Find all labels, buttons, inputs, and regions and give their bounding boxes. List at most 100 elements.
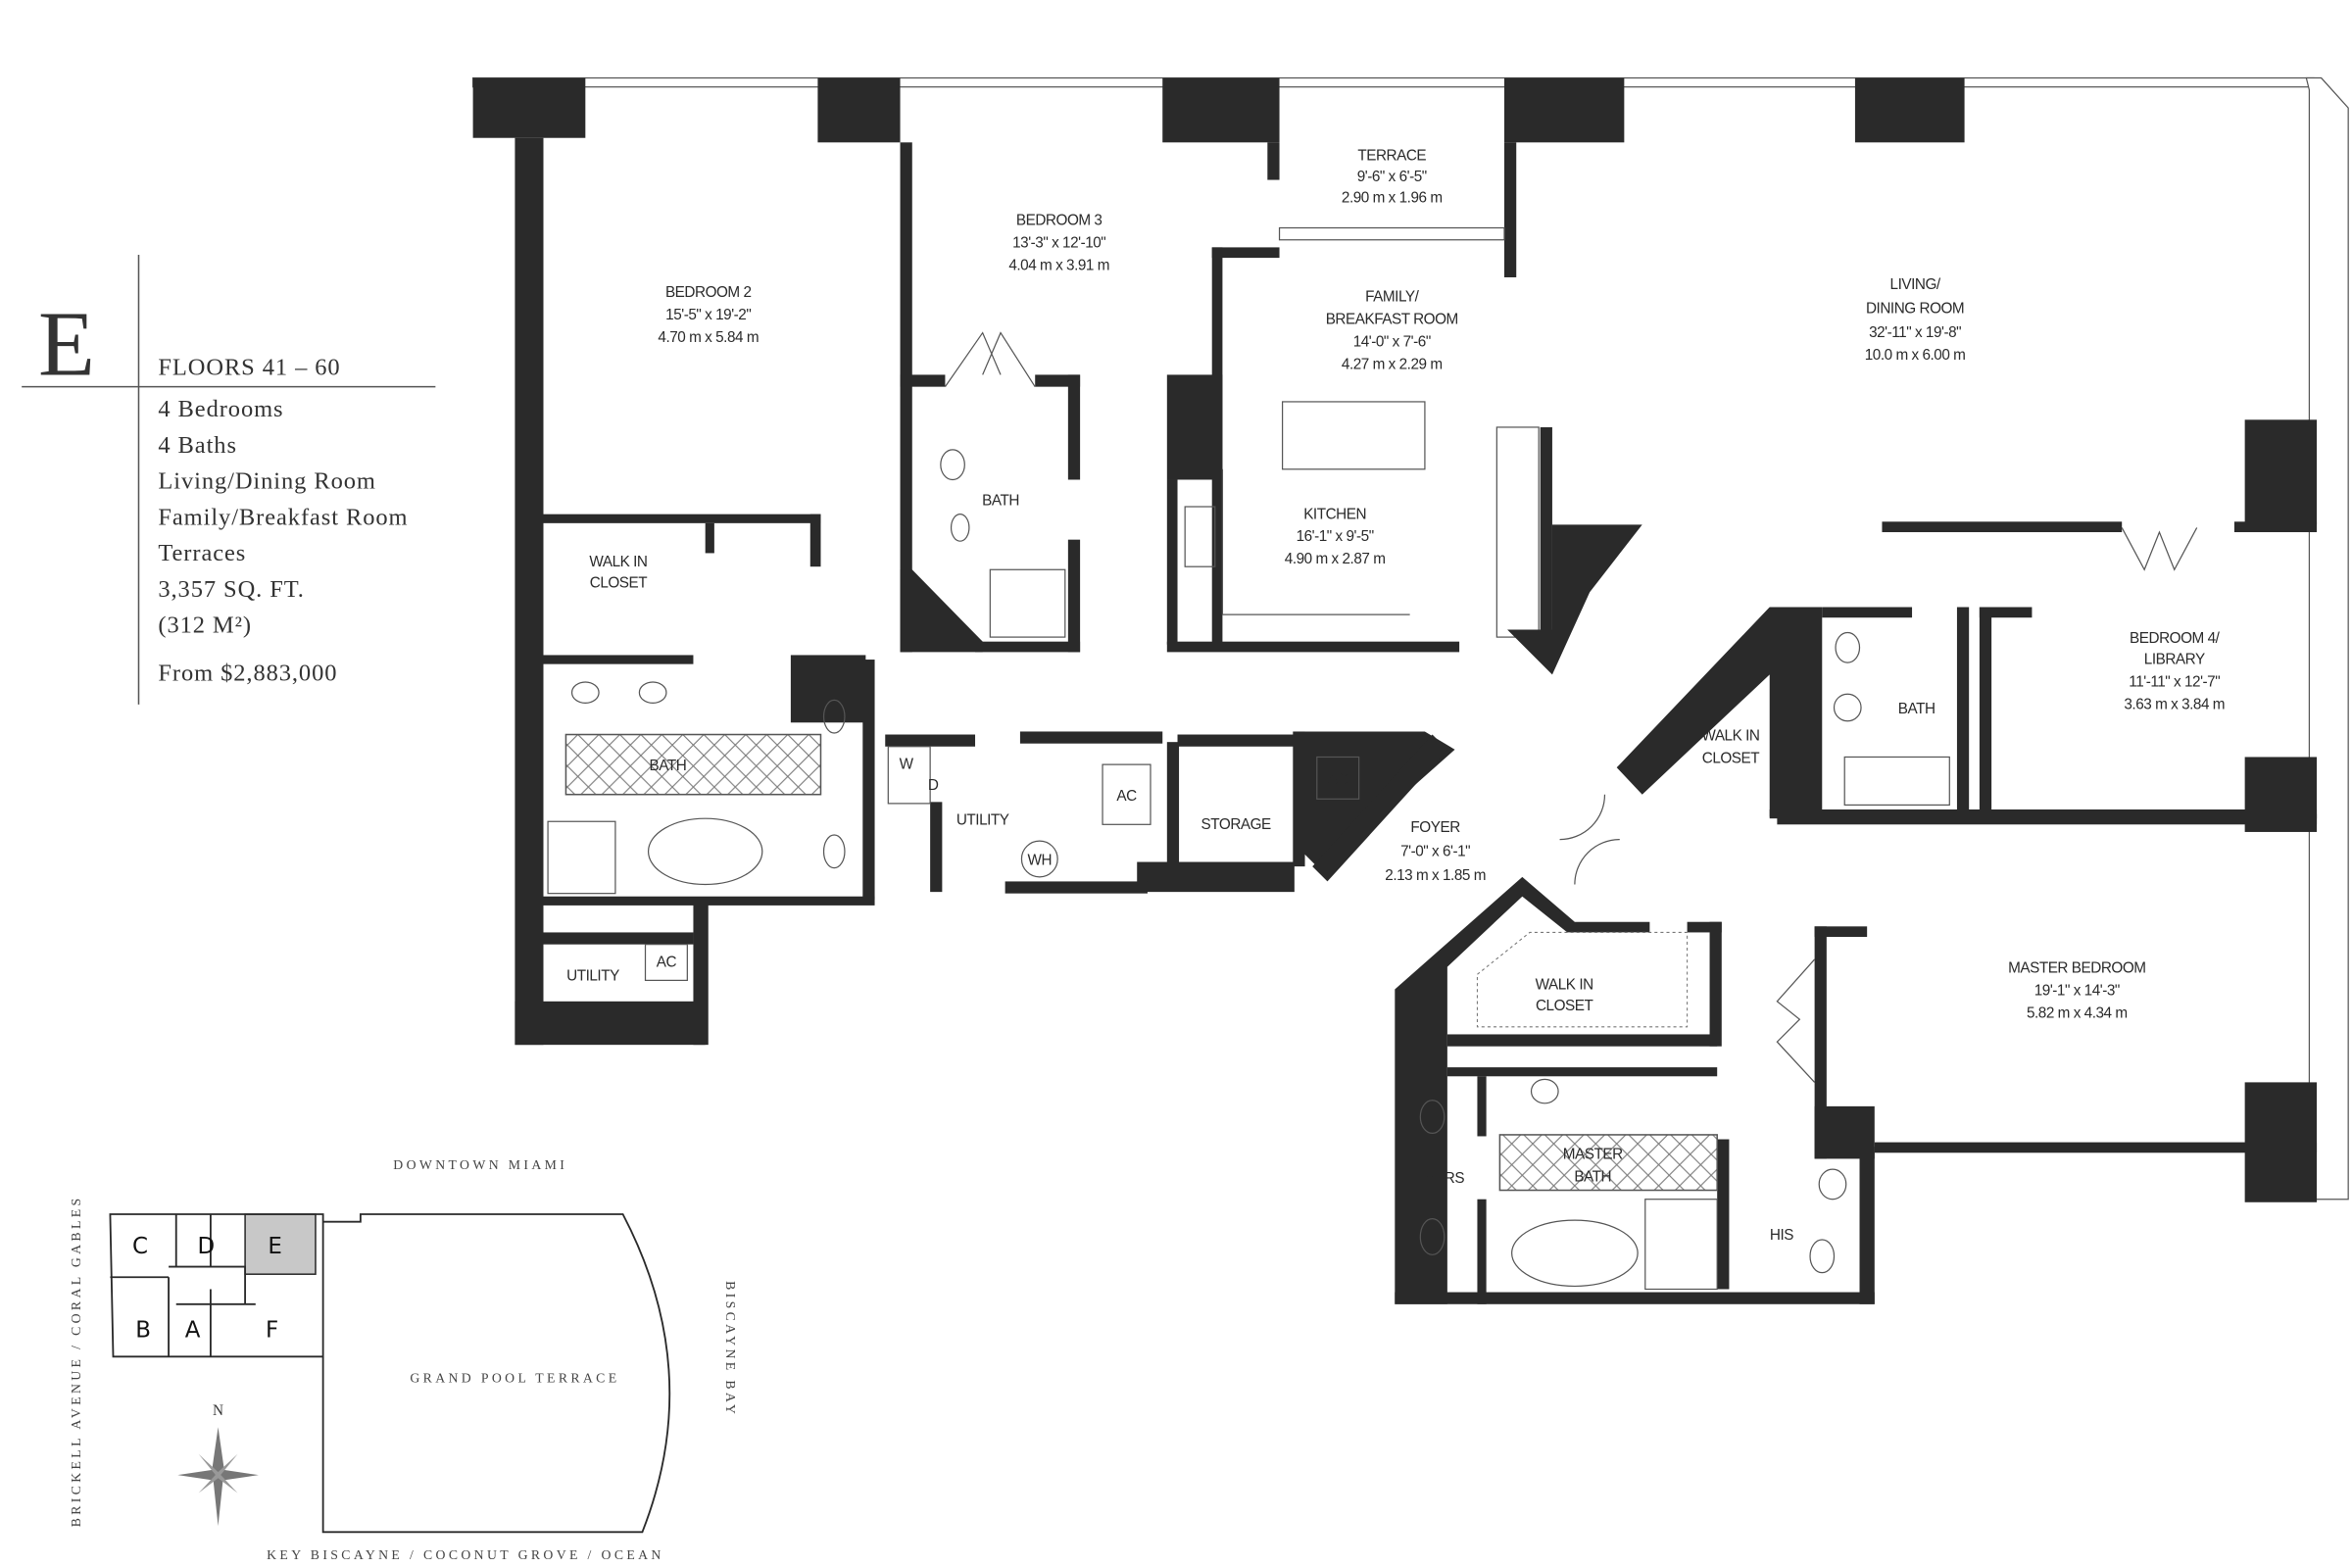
room-name: LIVING/: [1890, 276, 1941, 293]
label-walkin4: WALK IN: [1701, 728, 1759, 745]
room-dim-m: 4.04 m x 3.91 m: [1008, 257, 1109, 273]
room-dim-ft: 7'-0" x 6'-1": [1400, 843, 1470, 859]
room-dim-ft: 32'-11" x 19'-8": [1869, 324, 1961, 341]
wall: [1004, 881, 1148, 894]
label-master-bath: BATH: [1574, 1168, 1611, 1185]
label-ac: AC: [657, 955, 677, 971]
window-top: [471, 76, 2315, 88]
building-outline: [109, 1213, 324, 1358]
feature-sqm: (312 M²): [158, 612, 252, 639]
cooktop: [1184, 506, 1216, 567]
room-dim-ft: 19'-1" x 14'-3": [2034, 983, 2120, 1000]
wall: [514, 1001, 706, 1046]
keyplan-south-label: KEY BISCAYNE / COCONUT GROVE / OCEAN: [267, 1547, 664, 1562]
label-walkin2: CLOSET: [590, 575, 648, 592]
wall: [1616, 607, 1823, 817]
toilet: [1419, 1100, 1446, 1135]
room-labels: TERRACE 9'-6" x 6'-5" 2.90 m x 1.96 m BE…: [566, 148, 2225, 1244]
room-dim-ft: 15'-5" x 19'-2": [665, 307, 751, 323]
label-walkin-master: CLOSET: [1536, 998, 1593, 1014]
sink: [1833, 693, 1862, 722]
wall: [1777, 813, 2318, 825]
unit-a: A: [185, 1317, 201, 1343]
wall: [1019, 731, 1163, 744]
compass-rose-icon: N: [177, 1402, 259, 1527]
room-dim-m: 10.0 m x 6.00 m: [1865, 347, 1966, 364]
ac-unit: [1102, 763, 1152, 825]
label-walkin4: CLOSET: [1702, 751, 1760, 767]
wall: [1814, 1105, 1875, 1159]
wall: [1477, 1076, 1487, 1137]
toilet: [950, 514, 970, 542]
feature-bedrooms: 4 Bedrooms: [158, 396, 283, 422]
bathtub: [1843, 756, 1950, 807]
column: [1162, 77, 1280, 143]
wall: [1709, 921, 1722, 1047]
label-washer: W: [900, 757, 914, 773]
wall: [1137, 861, 1295, 893]
room-dim-m: 2.90 m x 1.96 m: [1342, 190, 1443, 207]
wall: [900, 374, 946, 387]
label-hers: HERS: [1424, 1170, 1464, 1187]
closet-shelf: [1476, 931, 1689, 1028]
wall: [1312, 734, 1447, 882]
key-plan: DOWNTOWN MIAMI KEY BISCAYNE / COCONUT GR…: [69, 1157, 738, 1562]
room-dim-m: 3.63 m x 3.84 m: [2124, 697, 2225, 713]
ac-unit: [1316, 756, 1360, 800]
bedroom4-door: [2121, 527, 2198, 571]
wall: [900, 142, 912, 653]
counter: [1221, 468, 1410, 615]
unit-b: B: [135, 1317, 151, 1343]
wall: [900, 569, 983, 653]
washer-dryer: [887, 746, 931, 805]
label-master-bath: MASTER: [1563, 1146, 1623, 1162]
room-dim-ft: 11'-11" x 12'-7": [2129, 674, 2220, 691]
wall: [1067, 374, 1081, 480]
shower: [989, 568, 1066, 638]
label-utility: UTILITY: [956, 811, 1009, 828]
room-name: BEDROOM 4/: [2130, 630, 2221, 647]
keyplan-north-label: DOWNTOWN MIAMI: [393, 1157, 567, 1172]
wall: [885, 734, 976, 747]
feature-family: Family/Breakfast Room: [158, 504, 408, 530]
toilet: [822, 699, 846, 734]
room-living: LIVING/ DINING ROOM 32'-11" x 19'-8" 10.…: [1865, 276, 1966, 364]
room-name: FAMILY/: [1365, 288, 1419, 305]
wall: [1956, 607, 1970, 817]
wall: [1822, 607, 1913, 618]
wall: [1503, 142, 1517, 277]
price-label: From $2,883,000: [158, 660, 337, 686]
kitchen-island: [1281, 401, 1426, 470]
room-name: BEDROOM 2: [665, 284, 752, 301]
wall: [1882, 521, 2123, 533]
wall: [543, 932, 694, 945]
refrigerator: [1495, 426, 1540, 638]
floor-plan: [471, 76, 2349, 1304]
label-dryer: D: [928, 777, 939, 794]
wall: [1395, 876, 1650, 1304]
room-dim-ft: 13'-3" x 12'-10": [1012, 234, 1105, 251]
column: [2244, 419, 2318, 525]
wall: [1166, 641, 1460, 653]
room-dim-ft: 9'-6" x 6'-5": [1357, 169, 1427, 185]
label-walkin2: WALK IN: [589, 554, 647, 570]
window-right: [2305, 76, 2349, 1200]
feature-living: Living/Dining Room: [158, 468, 375, 495]
closet-door: [944, 331, 1036, 387]
keyplan-west-label: BRICKELL AVENUE / CORAL GABLES: [69, 1196, 83, 1528]
column: [1503, 77, 1625, 143]
wall: [693, 899, 709, 1046]
room-dim-m: 4.70 m x 5.84 m: [658, 329, 759, 346]
sink: [638, 681, 667, 705]
wall: [1814, 926, 1868, 938]
wall: [1687, 921, 1722, 933]
compass-north-label: N: [213, 1402, 223, 1419]
column: [1854, 77, 1965, 143]
terrace-window: [1278, 226, 1505, 241]
label-bath4: BATH: [1898, 701, 1936, 717]
wall: [1395, 1292, 1875, 1304]
room-dim-ft: 16'-1" x 9'-5": [1297, 528, 1374, 545]
feature-baths: 4 Baths: [158, 432, 237, 459]
ac-unit: [644, 944, 688, 981]
